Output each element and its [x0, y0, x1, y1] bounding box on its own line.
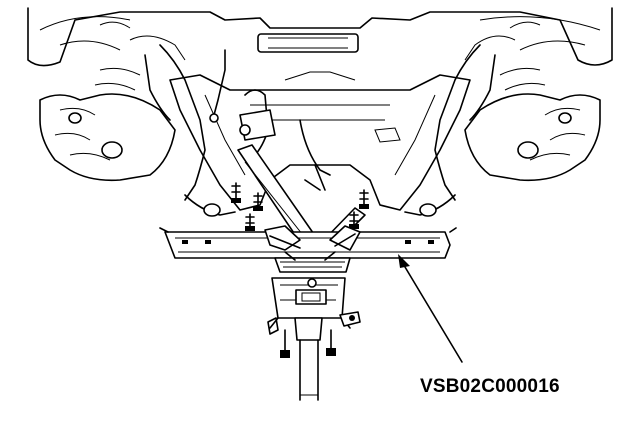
support-plate [159, 225, 457, 259]
callout-leader [398, 254, 463, 363]
jack-post [299, 339, 319, 401]
figure-reference-code: VSB02C000016 [420, 376, 560, 397]
bolt [245, 213, 255, 231]
mounting-bolts [231, 182, 369, 231]
bolt [231, 182, 241, 203]
bolt [359, 189, 369, 209]
engine-body-outline [27, 7, 613, 67]
bolt [349, 211, 359, 229]
left-suspension-assembly [39, 44, 206, 201]
steering-link [209, 49, 276, 161]
right-suspension-assembly [434, 44, 601, 201]
jack-adapter [267, 251, 361, 358]
bolt [253, 192, 263, 211]
subframe [169, 71, 471, 217]
